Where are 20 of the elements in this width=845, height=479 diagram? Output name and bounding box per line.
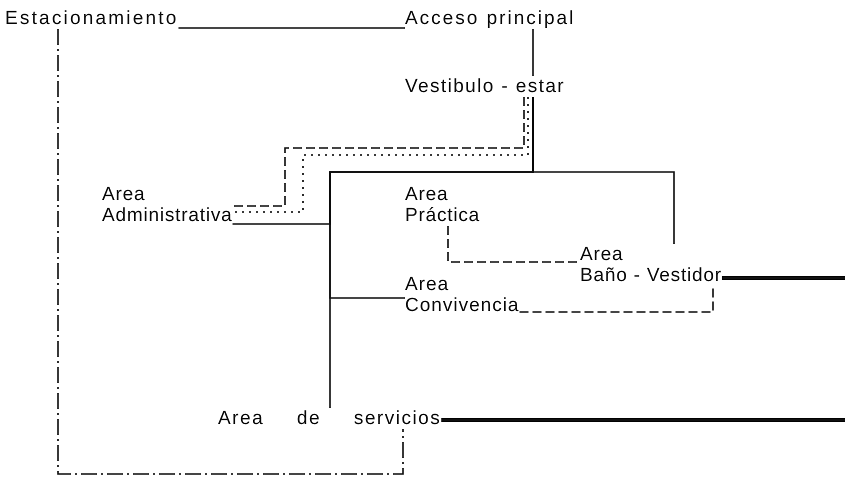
area-label: Area <box>405 274 450 295</box>
area-label: Area de servicios <box>218 408 442 429</box>
connector-line <box>532 29 534 76</box>
area-label: Vestibulo - estar <box>405 76 566 97</box>
area-label: Area <box>580 244 624 265</box>
connector-line <box>441 418 845 422</box>
connector-line <box>178 27 405 29</box>
area-label: Práctica <box>405 205 480 226</box>
area-label: Area <box>405 184 450 205</box>
area-label: Administrativa <box>102 205 233 226</box>
area-label: Baño - Vestidor <box>580 265 722 286</box>
area-label: Acceso principal <box>405 8 576 29</box>
connector-line <box>722 276 845 280</box>
area-label: Estacionamiento <box>5 8 178 29</box>
connector-line <box>532 97 675 244</box>
connector-line <box>447 226 580 263</box>
connector-line <box>520 286 714 313</box>
connector-line <box>57 29 404 475</box>
area-label: Area <box>102 184 146 205</box>
area-label: Convivencia <box>405 295 520 316</box>
